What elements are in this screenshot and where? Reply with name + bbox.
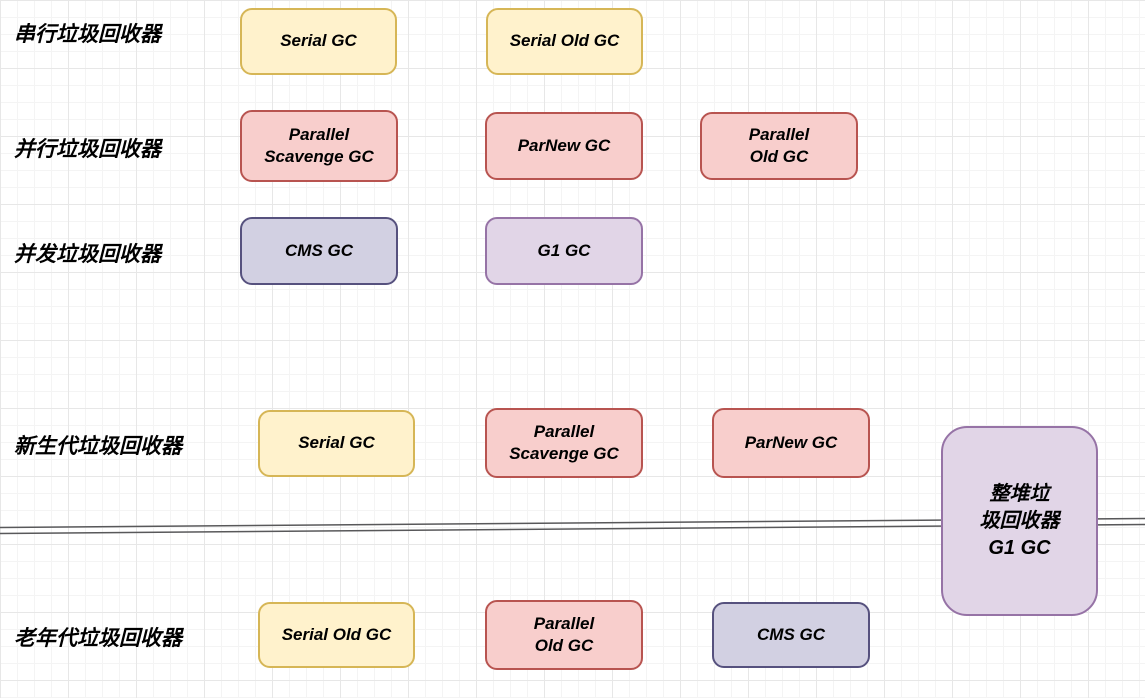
box-parallel-scavenge-gc-young: Parallel Scavenge GC (485, 408, 643, 478)
row-label-old-gen-collectors: 老年代垃圾回收器 (14, 627, 182, 650)
row-label-young-gen-collectors: 新生代垃圾回收器 (14, 435, 182, 458)
box-cms-gc: CMS GC (240, 217, 398, 285)
box-text: Parallel (533, 421, 595, 441)
box-text: Serial Old GC (509, 31, 620, 51)
box-text: Serial GC (298, 433, 375, 453)
row-label-parallel-collectors: 并行垃圾回收器 (14, 138, 161, 161)
box-parallel-old-gc: Parallel Old GC (700, 112, 858, 180)
box-text: 圾回收器 (979, 509, 1060, 532)
box-text: Scavenge GC (264, 147, 374, 166)
box-text: Scavenge GC (509, 444, 619, 463)
box-text: G1 GC (537, 240, 591, 260)
box-text: Parallel (288, 124, 350, 144)
box-g1-gc: G1 GC (485, 217, 643, 285)
box-text: Old GC (534, 636, 594, 655)
row-label-concurrent-collectors: 并发垃圾回收器 (14, 243, 161, 266)
box-text: Old GC (749, 147, 809, 166)
box-cms-gc-old: CMS GC (712, 602, 870, 668)
box-serial-gc: Serial GC (240, 8, 397, 75)
box-whole-heap-g1-gc: 整堆垃 圾回收器 G1 GC (941, 426, 1098, 616)
box-parnew-gc: ParNew GC (485, 112, 643, 180)
box-serial-gc-young: Serial GC (258, 410, 415, 477)
box-text: G1 GC (988, 536, 1051, 559)
row-label-serial-collectors: 串行垃圾回收器 (14, 23, 161, 46)
box-text: ParNew GC (517, 135, 611, 155)
box-text: Parallel (748, 124, 810, 144)
box-text: Parallel (533, 613, 595, 633)
box-serial-old-gc-old: Serial Old GC (258, 602, 415, 668)
box-serial-old-gc: Serial Old GC (486, 8, 643, 75)
box-text: ParNew GC (744, 432, 838, 452)
box-text: Serial GC (280, 31, 357, 51)
box-text: CMS GC (285, 240, 353, 260)
box-parallel-scavenge-gc: Parallel Scavenge GC (240, 110, 398, 182)
box-text: Serial Old GC (281, 624, 392, 644)
box-text: CMS GC (757, 624, 825, 644)
box-parnew-gc-young: ParNew GC (712, 408, 870, 478)
box-parallel-old-gc-old: Parallel Old GC (485, 600, 643, 670)
box-text: 整堆垃 (989, 482, 1050, 505)
